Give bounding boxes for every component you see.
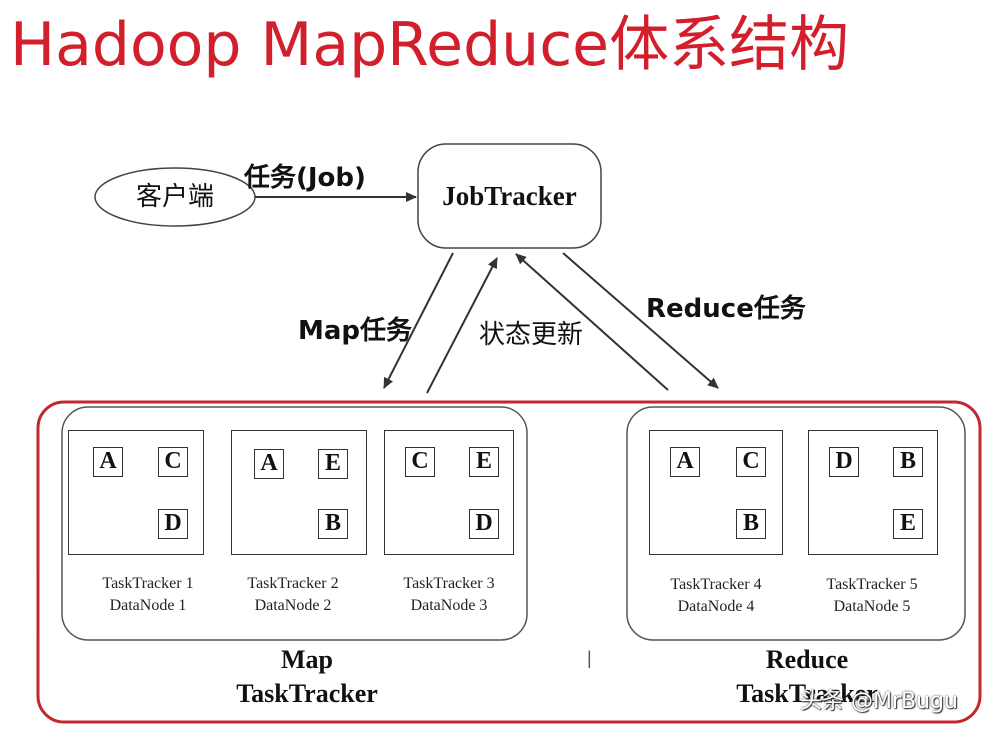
status-update-arrow-reduce [515,253,669,391]
tasktracker-label: TaskTracker 3 [403,575,495,592]
data-block: B [736,509,766,539]
datanode-label: DataNode 2 [254,597,332,614]
datanode-label: DataNode 5 [833,598,911,615]
map-group-caption: Map TaskTracker [207,643,407,711]
node-caption: TaskTracker 4 DataNode 4 [641,574,791,618]
reduce-task-label: Reduce任务 [646,294,806,324]
map-task-arrow [383,252,454,389]
reduce-node-5: D B E [808,430,938,555]
data-block: E [469,447,499,477]
node-caption: TaskTracker 3 DataNode 3 [374,573,524,617]
data-block: E [893,509,923,539]
map-node-1: A C D [68,430,204,555]
map-group-caption-line1: Map [281,645,333,674]
jobtracker-label: JobTracker [442,181,577,211]
reduce-task-arrow [562,252,719,389]
datanode-label: DataNode 1 [109,597,187,614]
page-title: Hadoop MapReduce体系结构 [10,10,850,80]
data-block: C [158,447,188,477]
map-node-3: C E D [384,430,514,555]
status-update-label: 状态更新 [479,320,584,350]
datanode-label: DataNode 4 [677,598,755,615]
jobtracker-box [417,143,602,249]
datanode-label: DataNode 3 [410,597,488,614]
data-block: C [405,447,435,477]
data-block: D [469,509,499,539]
data-block: B [893,447,923,477]
job-arrow-label: 任务(Job) [244,163,366,193]
client-label: 客户端 [135,182,214,212]
tasktracker-label: TaskTracker 5 [826,576,918,593]
node-caption: TaskTracker 1 DataNode 1 [68,573,228,617]
status-update-arrow-map [426,257,498,394]
node-caption: TaskTracker 5 DataNode 5 [797,574,947,618]
data-block: A [670,447,700,477]
watermark: 头条 @MrBugu [800,689,958,714]
data-block: D [158,509,188,539]
system-boundary [36,400,982,724]
map-task-label: Map任务 [298,316,413,346]
reduce-group-caption-line2: TaskTracker [736,679,878,708]
reduce-group-caption: Reduce TaskTracker [707,643,907,711]
data-block: B [318,509,348,539]
data-block: E [318,449,348,479]
data-block: C [736,447,766,477]
reduce-node-4: A C B [649,430,783,555]
data-block: D [829,447,859,477]
tasktracker-label: TaskTracker 4 [670,576,762,593]
reduce-group-caption-line1: Reduce [765,645,849,674]
map-node-2: A E B [231,430,367,555]
tasktracker-label: TaskTracker 1 [102,575,194,592]
map-group-caption-line2: TaskTracker [236,679,378,708]
data-block: A [254,449,284,479]
node-caption: TaskTracker 2 DataNode 2 [218,573,368,617]
tasktracker-label: TaskTracker 2 [247,575,339,592]
separator-mark: | [587,648,592,668]
data-block: A [93,447,123,477]
